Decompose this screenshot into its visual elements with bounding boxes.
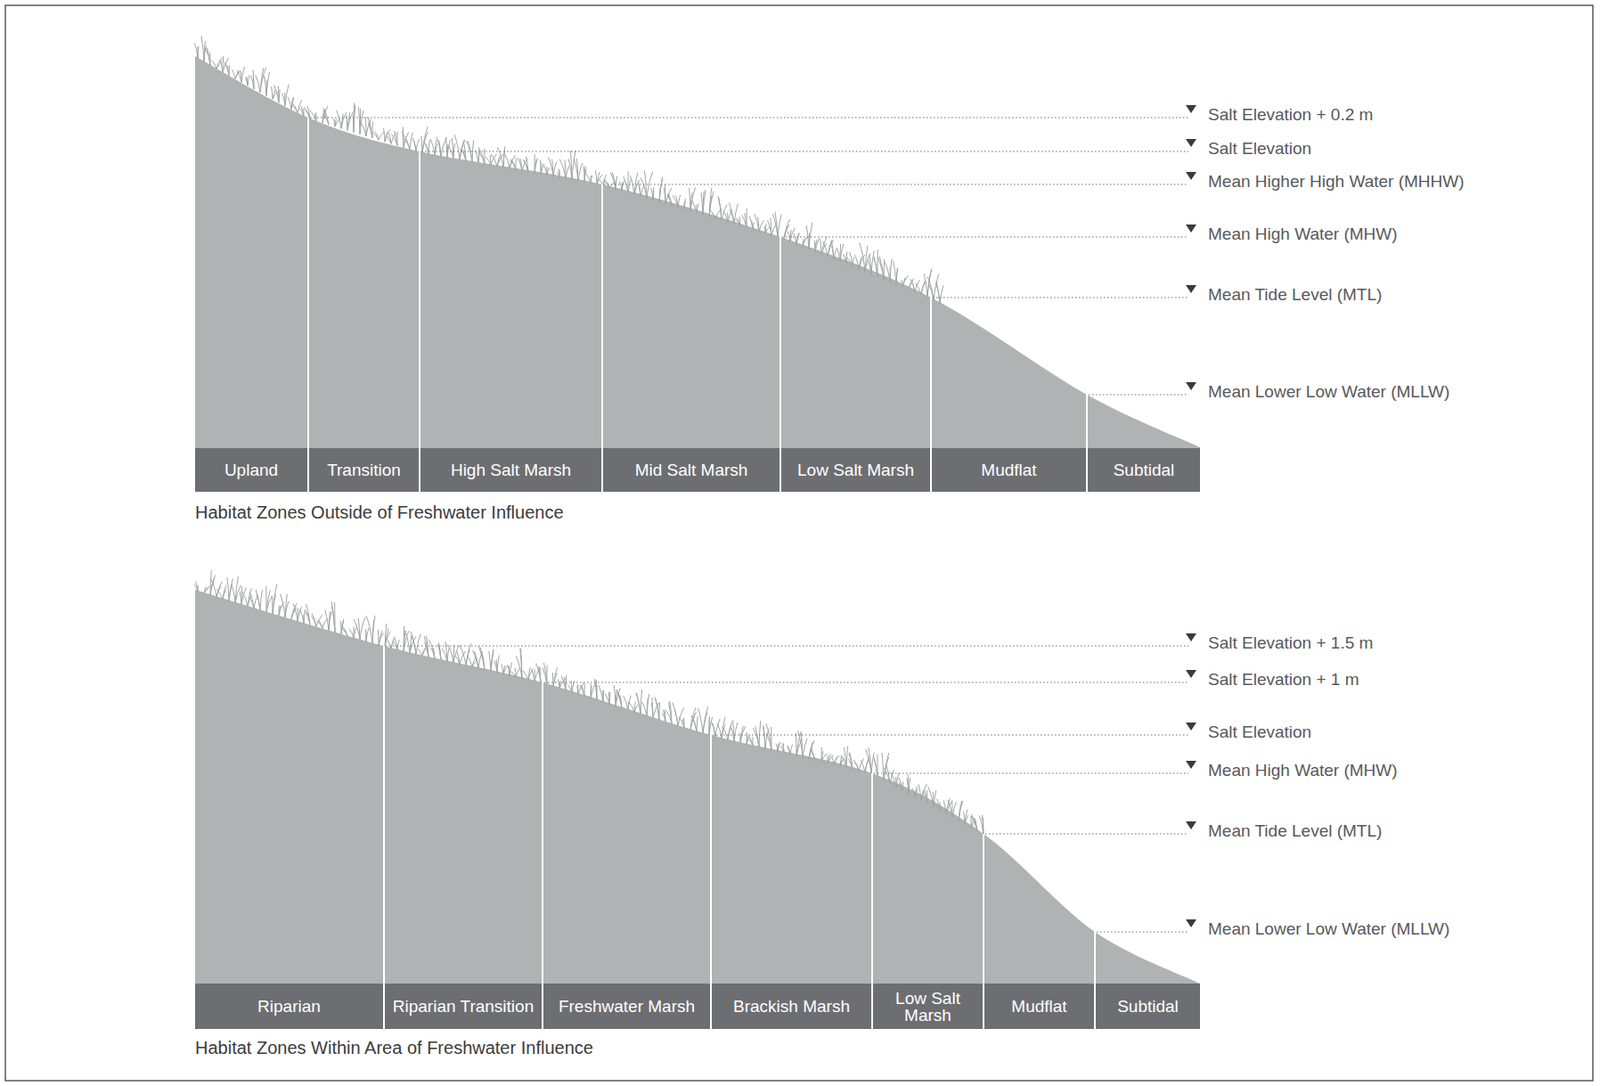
frame-border bbox=[5, 5, 1593, 1081]
tide-marker bbox=[1185, 138, 1197, 147]
tide-label: Mean Tide Level (MTL) bbox=[1208, 285, 1382, 303]
tide-line bbox=[1088, 393, 1189, 395]
tide-marker bbox=[1185, 633, 1197, 642]
zone-band: Transition bbox=[309, 448, 419, 492]
tide-marker bbox=[1185, 105, 1197, 114]
zone-label: Freshwater Marsh bbox=[558, 997, 695, 1015]
zone-divider bbox=[418, 151, 421, 492]
tide-label: Salt Elevation + 1.5 m bbox=[1208, 634, 1373, 652]
tide-label: Mean Higher High Water (MHHW) bbox=[1208, 172, 1465, 190]
ground-profile bbox=[195, 56, 1200, 449]
zone-label: Mudflat bbox=[1011, 997, 1067, 1015]
zone-band: Upland bbox=[195, 448, 308, 492]
zone-label: Subtidal bbox=[1117, 997, 1179, 1015]
zone-band: Low Salt Marsh bbox=[781, 448, 931, 492]
tide-marker bbox=[1185, 224, 1197, 233]
zone-band: Riparian Transition bbox=[384, 983, 542, 1029]
panel-caption: Habitat Zones Outside of Freshwater Infl… bbox=[195, 503, 564, 522]
tide-line bbox=[421, 150, 1189, 152]
zone-label: Riparian Transition bbox=[392, 997, 534, 1015]
zone-band: Brackish Marsh bbox=[711, 983, 872, 1029]
tide-line bbox=[310, 116, 1189, 118]
tide-line bbox=[544, 681, 1189, 683]
tide-marker bbox=[1185, 285, 1197, 294]
tide-line bbox=[782, 236, 1189, 237]
tide-line bbox=[932, 296, 1189, 298]
tide-label: Mean Tide Level (MTL) bbox=[1208, 822, 1382, 840]
tide-marker bbox=[1185, 722, 1197, 731]
tide-marker bbox=[1185, 382, 1197, 391]
tide-label: Mean High Water (MHW) bbox=[1208, 225, 1398, 243]
tide-label: Salt Elevation + 0.2 m bbox=[1208, 106, 1373, 123]
ground-profile bbox=[195, 589, 1200, 984]
tide-marker bbox=[1185, 919, 1197, 928]
zone-band: Freshwater Marsh bbox=[543, 983, 711, 1029]
zone-label: Mid Salt Marsh bbox=[635, 461, 749, 479]
zone-band: Mudflat bbox=[931, 448, 1086, 492]
grass-strokes bbox=[194, 35, 943, 304]
zone-label: Transition bbox=[326, 461, 401, 479]
zone-band: Subtidal bbox=[1095, 983, 1200, 1029]
zone-label: Riparian bbox=[257, 997, 321, 1015]
zone-label: Brackish Marsh bbox=[733, 997, 850, 1015]
zone-label: Low Salt Marsh bbox=[875, 989, 980, 1024]
zone-label: Subtidal bbox=[1113, 461, 1176, 479]
tide-marker bbox=[1185, 669, 1197, 678]
zone-band: Low Salt Marsh bbox=[873, 983, 983, 1029]
tide-line bbox=[604, 183, 1189, 185]
tide-line bbox=[985, 832, 1189, 834]
zone-divider bbox=[383, 645, 385, 1029]
zone-divider bbox=[541, 682, 544, 1029]
tide-line bbox=[1096, 930, 1189, 932]
zone-label: High Salt Marsh bbox=[450, 461, 572, 479]
zone-band: Mid Salt Marsh bbox=[603, 448, 780, 492]
tide-label: Mean Lower Low Water (MLLW) bbox=[1208, 383, 1450, 400]
tide-label: Mean Lower Low Water (MLLW) bbox=[1208, 920, 1450, 938]
tide-label: Salt Elevation bbox=[1208, 139, 1312, 157]
zone-band: Riparian bbox=[195, 983, 384, 1029]
grass-strokes bbox=[194, 570, 984, 835]
tide-marker bbox=[1185, 821, 1197, 830]
zone-label: Upland bbox=[224, 461, 278, 479]
zone-label: Low Salt Marsh bbox=[797, 461, 915, 479]
tide-label: Salt Elevation bbox=[1208, 723, 1312, 741]
zone-label: Mudflat bbox=[980, 461, 1037, 479]
tide-label: Salt Elevation + 1 m bbox=[1208, 670, 1360, 688]
zone-band: Subtidal bbox=[1087, 448, 1200, 492]
tide-marker bbox=[1185, 760, 1197, 769]
zone-divider bbox=[307, 117, 310, 492]
panel-caption: Habitat Zones Within Area of Freshwater … bbox=[195, 1038, 594, 1057]
tide-label: Mean High Water (MHW) bbox=[1208, 761, 1398, 779]
tide-line bbox=[873, 772, 1189, 774]
zone-divider bbox=[601, 184, 604, 492]
tide-line bbox=[385, 644, 1189, 646]
tide-marker bbox=[1185, 171, 1197, 180]
zone-band: High Salt Marsh bbox=[420, 448, 602, 492]
tide-line bbox=[712, 734, 1189, 735]
zone-band: Mudflat bbox=[984, 983, 1094, 1029]
